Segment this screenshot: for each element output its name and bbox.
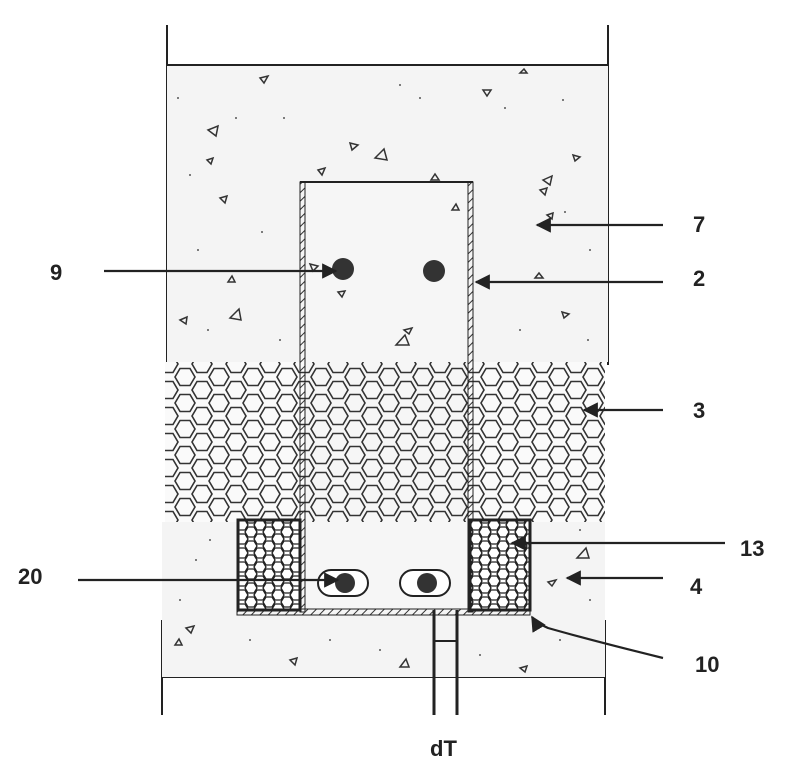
sleeved-rebar-left (317, 569, 369, 597)
label-4: 4 (690, 574, 703, 599)
aggregate-marks (173, 67, 591, 674)
dense-hex-block-right (468, 518, 532, 612)
sleeved-rebar-right (399, 569, 451, 597)
aggregate-dots (177, 84, 591, 656)
leader-arrows (78, 217, 725, 660)
rebar-upper-left (332, 258, 354, 280)
label-13: 13 (740, 536, 764, 561)
label-9: 9 (50, 260, 62, 285)
dense-hex-block-left (236, 518, 302, 612)
label-7: 7 (693, 212, 705, 237)
central-column (299, 181, 474, 613)
label-3: 3 (693, 398, 705, 423)
rebar-upper-right (423, 260, 445, 282)
label-dt: dT (430, 736, 457, 761)
base-plate (236, 608, 531, 616)
leader-10 (531, 615, 664, 660)
label-2: 2 (693, 266, 705, 291)
label-10: 10 (695, 652, 719, 677)
label-20: 20 (18, 564, 42, 589)
dt-dimension (432, 610, 459, 715)
